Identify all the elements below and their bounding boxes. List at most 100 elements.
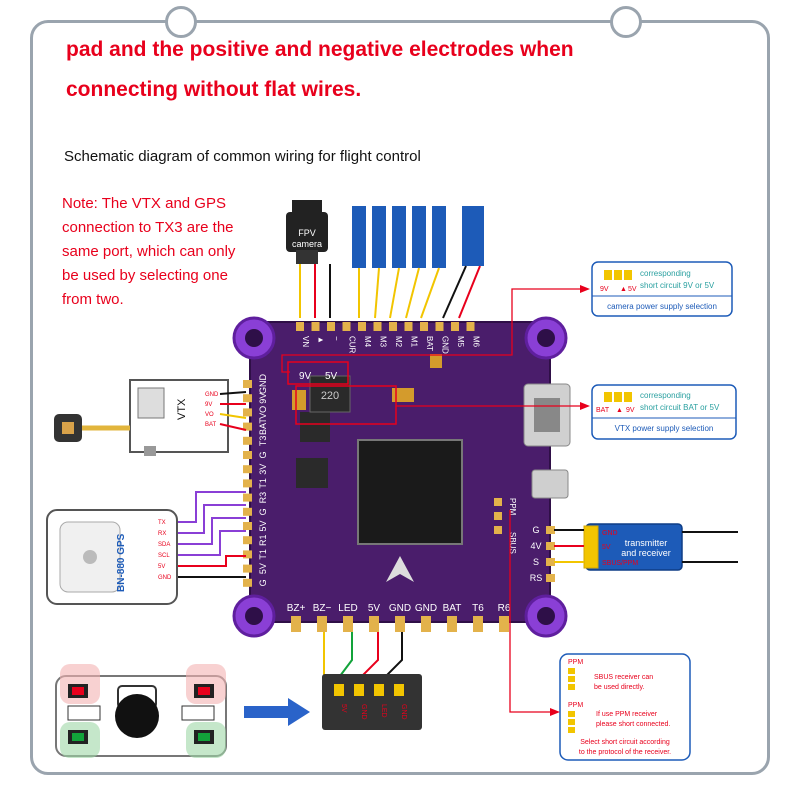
gps-pin-label: SCL <box>158 553 170 559</box>
fpv-camera: FPV camera <box>286 200 328 264</box>
top-pad-label: M4 <box>363 336 372 348</box>
protocol-footer-2: to the protocol of the receiver. <box>579 749 671 756</box>
top-pad-label: M5 <box>456 336 465 348</box>
right-pad-label: G <box>532 525 539 535</box>
left-pad-label: T3 <box>258 436 268 447</box>
left-pad <box>243 578 252 587</box>
top-pad <box>311 322 320 331</box>
gps-wires <box>178 491 246 578</box>
left-pad-label: 5V <box>258 520 268 531</box>
frame-ornament-right <box>610 6 642 38</box>
top-wires <box>299 264 481 319</box>
right-pad-label: RS <box>530 573 543 583</box>
protocol-ppm-text-2: please short connected. <box>596 721 670 728</box>
left-pad <box>243 408 252 417</box>
note-line: Note: The VTX and GPS <box>62 195 226 212</box>
top-pad-label: VN <box>301 336 310 347</box>
bottom-pad <box>473 616 483 632</box>
vtx-opt-right: 9V <box>626 407 635 414</box>
top-pad <box>451 322 459 331</box>
protocol-footer-1: Select short circuit according <box>580 739 670 746</box>
top-pad-label: ▲ <box>317 336 326 344</box>
arrow-icon <box>244 698 310 726</box>
bottom-pad <box>343 616 353 632</box>
bottom-pad <box>369 616 379 632</box>
bottom-pad-label: BZ− <box>313 603 332 614</box>
top-pad <box>404 322 413 331</box>
left-pad <box>243 394 252 403</box>
vtx-pin-label: 9V <box>205 402 212 408</box>
receiver-pin-5v: 5V <box>602 544 611 551</box>
top-pad <box>296 322 304 331</box>
solder-9v-label: 9V <box>299 371 312 382</box>
note-line: from two. <box>62 291 124 308</box>
left-pad <box>243 493 252 502</box>
receiver-module: transmitter and receiver GND 5V SBUS/PPM <box>583 523 738 571</box>
bottom-pad-label: BZ+ <box>287 603 306 614</box>
left-pad-label: VO <box>258 406 268 419</box>
left-pad <box>243 507 252 516</box>
protocol-ppm-label: PPM <box>568 702 583 709</box>
logo-mark <box>386 556 414 582</box>
left-pad-label: T1 <box>258 549 268 560</box>
right-pad <box>546 526 555 534</box>
left-pad-label: R3 <box>258 492 268 504</box>
vtx-pin-label: VO <box>205 412 214 418</box>
camera-callout-caption: camera power supply selection <box>607 302 717 311</box>
solder-5v-label: 5V <box>325 371 338 382</box>
bottom-pad-label: T6 <box>472 603 484 614</box>
left-pad-label: 9V <box>258 393 268 404</box>
gps-pin-label: TX <box>158 520 166 526</box>
camera-label-2: camera <box>292 239 322 249</box>
bottom-pad-label: R6 <box>498 603 511 614</box>
left-pad <box>243 380 252 388</box>
vtx-wires <box>219 391 247 431</box>
receiver-pin-gnd: GND <box>602 530 618 537</box>
right-pad <box>546 574 555 582</box>
motor-connectors <box>352 206 484 268</box>
camera-label-1: FPV <box>298 228 316 238</box>
receiver-title-1: transmitter <box>625 538 668 548</box>
top-pad-label: CUR <box>348 336 357 354</box>
vtx-callout-caption: VTX power supply selection <box>615 424 714 433</box>
gps-pin-label: GND <box>158 575 172 581</box>
flight-controller-board: 220 9V 5V PPM SBUS <box>232 316 571 638</box>
vtx-antenna <box>54 414 130 442</box>
top-pad <box>420 322 428 331</box>
top-pad-label: M3 <box>379 336 388 348</box>
left-pad-label: G <box>258 579 268 586</box>
top-pad-label: M6 <box>472 336 481 348</box>
camera-callout-text-1: corresponding <box>640 269 691 278</box>
camera-callout-text-2: short circuit 9V or 5V <box>640 281 715 290</box>
note-line: connection to TX3 are the <box>62 219 234 236</box>
bottom-pad-label: LED <box>338 603 357 614</box>
bottom-pad <box>395 616 405 632</box>
inductor-label: 220 <box>321 390 339 402</box>
bottom-pad-label: BAT <box>443 603 462 614</box>
right-pad <box>546 558 555 566</box>
heading-line-1: pad and the positive and negative electr… <box>66 38 574 61</box>
protocol-sbus-label: PPM <box>568 659 583 666</box>
ppm-pad-label: PPM <box>508 498 517 516</box>
receiver-protocol-callout: PPM SBUS receiver can be used directly. … <box>509 510 691 761</box>
note-text: Note: The VTX and GPS connection to TX3 … <box>62 192 277 312</box>
left-pad-label: R1 <box>258 534 268 546</box>
camera-opt-right: 5V <box>628 286 637 293</box>
bottom-pad-label: GND <box>415 603 437 614</box>
top-pad <box>342 322 351 331</box>
left-pad <box>243 522 252 530</box>
top-pad-label: M2 <box>394 336 403 348</box>
gps-label: BN-880 GPS <box>116 533 127 592</box>
top-pad-label: − <box>332 336 341 341</box>
left-pad <box>243 436 252 445</box>
bottom-pad <box>291 616 301 632</box>
led-pin-label: 5V <box>340 704 347 713</box>
top-pad <box>435 322 444 331</box>
